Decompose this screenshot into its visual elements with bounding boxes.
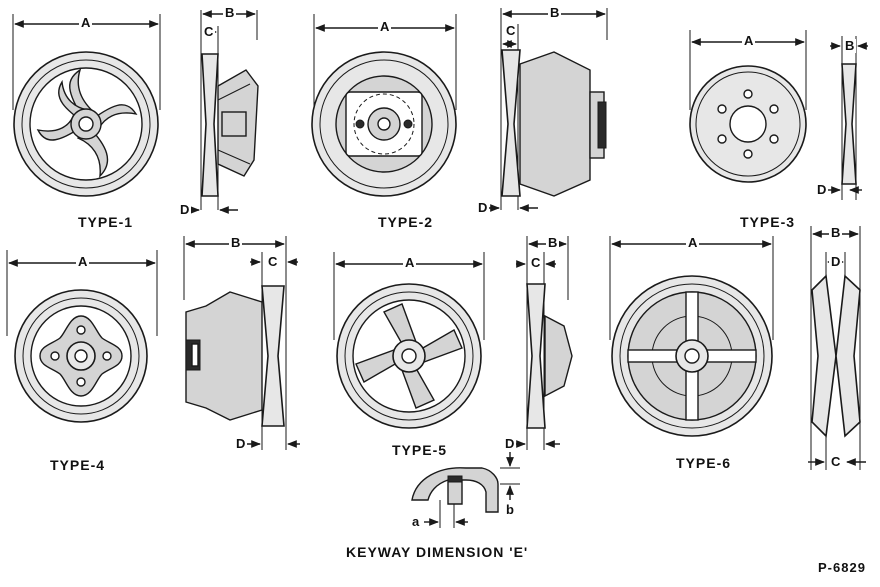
type1-front-view	[12, 14, 161, 197]
keyway-label: KEYWAY DIMENSION 'E'	[346, 544, 529, 560]
type4-dim-d: D	[234, 436, 248, 451]
type5-dim-b: B	[546, 235, 560, 250]
keyway-detail	[411, 452, 520, 528]
type4-front-view	[6, 250, 158, 423]
type6-label: TYPE-6	[676, 455, 732, 471]
type1-dim-b: B	[223, 5, 237, 20]
type6-dim-c: C	[829, 454, 843, 469]
type6-dim-b: B	[829, 225, 843, 240]
type5-dim-a: A	[403, 255, 417, 270]
type4-dim-b: B	[229, 235, 243, 250]
type2-side-view	[478, 8, 608, 212]
type2-front-view	[311, 14, 457, 197]
type3-dim-b: B	[843, 38, 857, 53]
type3-dim-a: A	[742, 33, 756, 48]
type2-label: TYPE-2	[378, 214, 434, 230]
type2-dim-b: B	[548, 5, 562, 20]
type4-side-view	[183, 236, 300, 450]
figure-number: P-6829	[818, 560, 866, 575]
type6-front-view	[609, 236, 774, 437]
type3-label: TYPE-3	[740, 214, 796, 230]
type5-dim-c: C	[529, 255, 543, 270]
type5-side-view	[504, 236, 573, 450]
type1-label: TYPE-1	[78, 214, 134, 230]
type1-dim-c: C	[202, 24, 216, 39]
type3-dim-d: D	[815, 182, 829, 197]
type4-label: TYPE-4	[50, 457, 106, 473]
type5-label: TYPE-5	[392, 442, 448, 458]
type2-dim-c: C	[504, 23, 518, 38]
type5-dim-d: D	[503, 436, 517, 451]
type4-dim-c: C	[266, 254, 280, 269]
type1-dim-d: D	[178, 202, 192, 217]
keyway-dim-a: a	[410, 514, 422, 529]
type1-dim-a: A	[79, 15, 93, 30]
type2-dim-d: D	[476, 200, 490, 215]
type5-front-view	[333, 252, 485, 429]
type1-side-view	[180, 10, 259, 214]
type3-side-view	[824, 36, 868, 200]
type6-dim-d: D	[829, 254, 843, 269]
keyway-dim-b: b	[504, 502, 516, 517]
type6-dim-a: A	[686, 235, 700, 250]
type2-dim-a: A	[378, 19, 392, 34]
type3-front-view	[689, 30, 807, 183]
type4-dim-a: A	[76, 254, 90, 269]
